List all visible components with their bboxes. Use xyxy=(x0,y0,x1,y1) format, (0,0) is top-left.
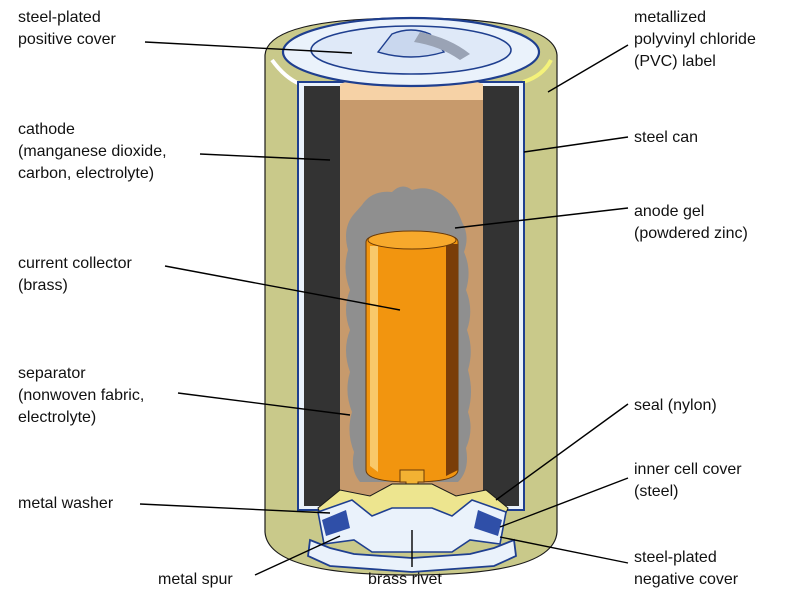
pvc-label-highlight-right xyxy=(522,59,553,84)
labels-left: steel-plated positive cover cathode (manga… xyxy=(18,9,442,588)
leader-cathode xyxy=(199,153,331,161)
label-line: seal (nylon) xyxy=(634,397,717,414)
label-positive-cover: steel-plated positive cover xyxy=(18,9,116,48)
label-pvc-label: metallized polyvinyl chloride (PVC) label xyxy=(634,9,756,70)
leader-metal-washer xyxy=(139,503,331,514)
positive-cover-shadow xyxy=(414,32,470,60)
label-metal-washer: metal washer xyxy=(18,495,114,512)
battery-body xyxy=(264,16,558,576)
label-inner-cell-cover: inner cell cover (steel) xyxy=(634,461,742,500)
label-line: metal washer xyxy=(18,495,114,512)
label-line: steel-plated xyxy=(18,9,101,26)
label-anode-gel: anode gel (powdered zinc) xyxy=(634,203,748,242)
label-line: negative cover xyxy=(634,571,739,588)
label-line: steel-plated xyxy=(634,549,717,566)
current-collector-highlight xyxy=(370,246,378,472)
label-cathode: cathode (manganese dioxide, carbon, electr… xyxy=(18,121,167,182)
label-line: current collector xyxy=(18,255,132,272)
metal-washer-left xyxy=(322,510,350,536)
leader-seal xyxy=(495,403,629,501)
leader-current-collector xyxy=(164,265,401,311)
label-line: (powdered zinc) xyxy=(634,225,748,242)
label-line: (brass) xyxy=(18,277,68,294)
current-collector xyxy=(365,231,459,483)
label-line: separator xyxy=(18,365,86,382)
leader-inner-cell-cover xyxy=(499,477,629,528)
label-line: brass rivet xyxy=(368,571,442,588)
leader-positive-cover xyxy=(144,41,353,54)
label-line: (nonwoven fabric, xyxy=(18,387,144,404)
label-line: (manganese dioxide, xyxy=(18,143,167,160)
label-negative-cover: steel-plated negative cover xyxy=(634,549,739,588)
leader-separator xyxy=(177,392,351,416)
label-line: carbon, electrolyte) xyxy=(18,165,154,182)
label-line: positive cover xyxy=(18,31,116,48)
leader-metal-spur xyxy=(254,535,341,576)
current-collector-top xyxy=(367,230,457,250)
label-brass-rivet: brass rivet xyxy=(368,571,442,588)
label-seal: seal (nylon) xyxy=(634,397,717,414)
label-current-collector: current collector (brass) xyxy=(18,255,132,294)
leader-pvc-label xyxy=(547,44,629,93)
label-line: metal spur xyxy=(158,571,233,588)
leader-lines xyxy=(139,41,629,576)
label-line: electrolyte) xyxy=(18,409,96,426)
label-line: inner cell cover xyxy=(634,461,742,478)
label-separator: separator (nonwoven fabric, electrolyte) xyxy=(18,365,144,426)
leader-anode-gel xyxy=(454,207,629,229)
label-line: polyvinyl chloride xyxy=(634,31,756,48)
label-line: cathode xyxy=(18,121,75,138)
label-line: steel can xyxy=(634,129,698,146)
leader-negative-cover xyxy=(499,536,629,564)
label-line: (steel) xyxy=(634,483,678,500)
metal-washer-right xyxy=(474,510,502,536)
label-steel-can: steel can xyxy=(634,129,698,146)
cathode-right-wall xyxy=(483,86,519,506)
label-line: anode gel xyxy=(634,203,704,220)
label-line: metallized xyxy=(634,9,706,26)
label-line: (PVC) label xyxy=(634,53,716,70)
current-collector-shade xyxy=(446,244,458,476)
leader-steel-can xyxy=(523,136,629,153)
label-metal-spur: metal spur xyxy=(158,571,233,588)
inner-cell-cover xyxy=(317,499,507,553)
